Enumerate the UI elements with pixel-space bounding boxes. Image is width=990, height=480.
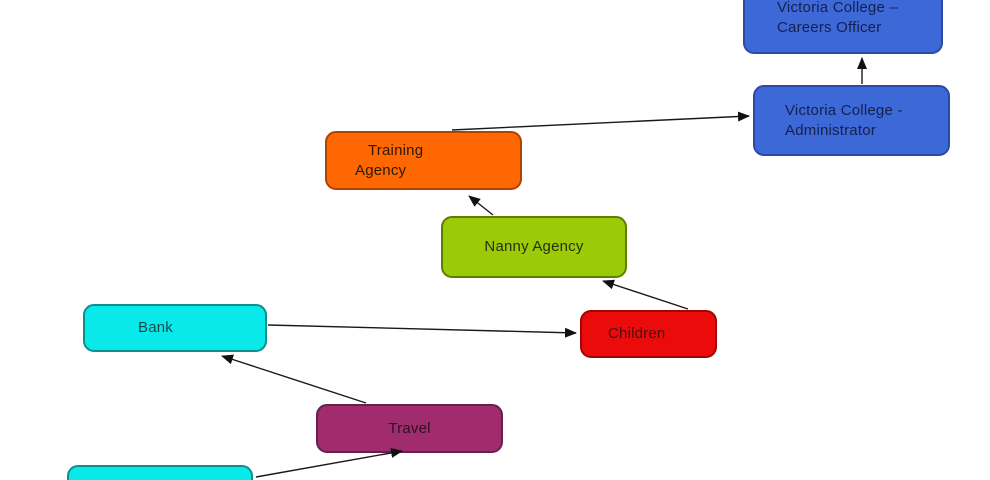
node-label-line: Victoria College – (777, 0, 898, 16)
node-label-line: Travel (388, 419, 431, 437)
node-label-line: Bank (138, 319, 173, 336)
node-label-line: Agency (355, 161, 407, 179)
node-label-line: Children (608, 325, 666, 342)
node-children: Children (580, 310, 717, 358)
node-bottom-left-partial (67, 465, 253, 480)
node-label-line: Victoria College - (785, 101, 903, 119)
node-victoria-college-careers-officer: Victoria College – Careers Officer (743, 0, 943, 54)
node-label-line: Administrator (785, 121, 876, 139)
node-label-line: Careers Officer (777, 18, 882, 36)
node-label-line: Training (368, 141, 424, 159)
node-nanny-agency: Nanny Agency (441, 216, 627, 278)
node-label-line: Nanny Agency (484, 238, 584, 255)
node-bank: Bank (83, 304, 267, 352)
node-travel: Travel (316, 404, 503, 453)
node-victoria-college-administrator: Victoria College - Administrator (753, 85, 950, 156)
